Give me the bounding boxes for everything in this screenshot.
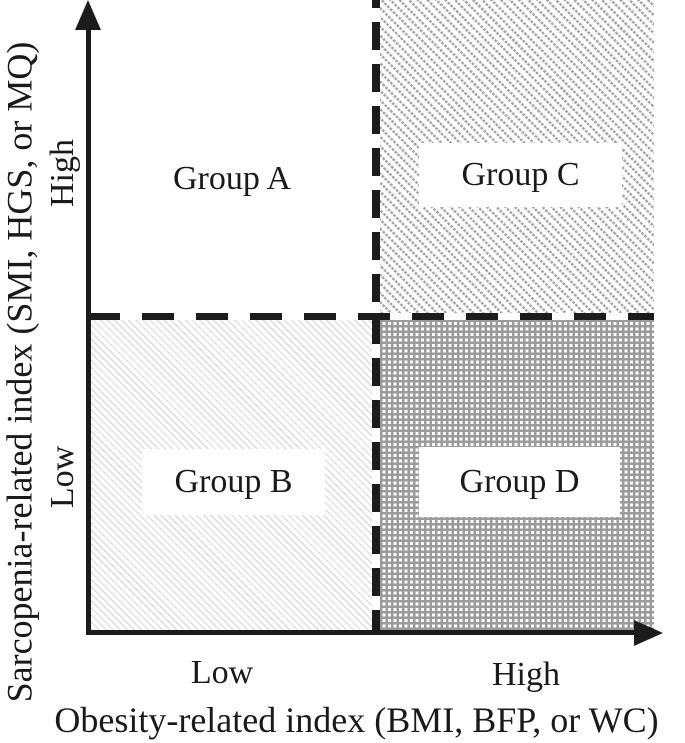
x-axis-arrowhead-icon bbox=[634, 620, 663, 646]
quadrant-label-group-c: Group C bbox=[419, 143, 622, 207]
x-axis-line bbox=[86, 630, 638, 635]
y-axis-arrowhead-icon bbox=[75, 0, 101, 30]
horizontal-dashed-divider bbox=[88, 313, 654, 320]
y-axis-title: Sarcopenia-related index (SMI, HGS, or M… bbox=[0, 41, 40, 703]
y-axis-tick-high: High bbox=[44, 139, 81, 207]
x-axis-title: Obesity-related index (BMI, BFP, or WC) bbox=[54, 700, 659, 740]
quadrant-label-group-b: Group B bbox=[142, 449, 325, 515]
x-axis-tick-low: Low bbox=[190, 654, 254, 691]
x-axis-tick-high: High bbox=[492, 656, 560, 693]
quadrant-label-group-d: Group D bbox=[419, 447, 620, 517]
y-axis-tick-low: Low bbox=[44, 445, 81, 509]
quadrant-label-group-a: Group A bbox=[152, 155, 312, 203]
y-axis-line bbox=[86, 6, 91, 635]
